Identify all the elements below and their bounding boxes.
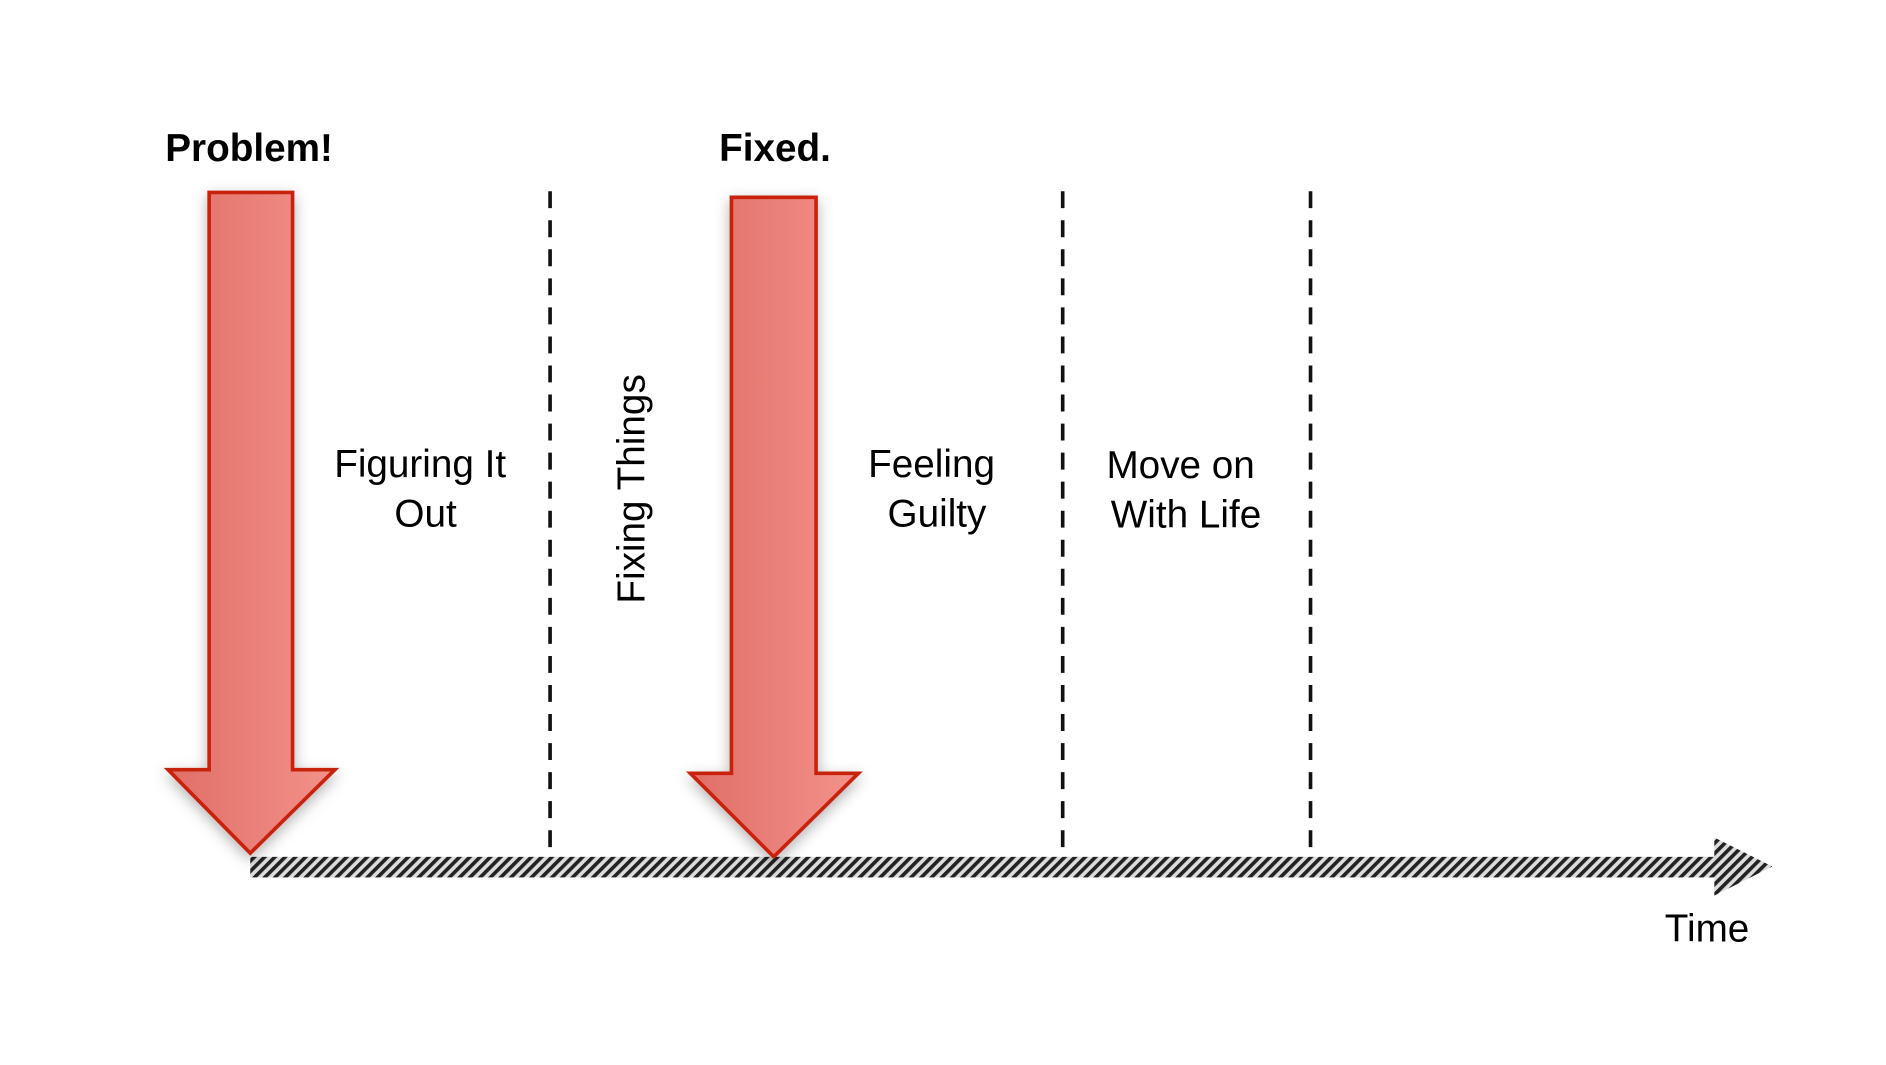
phase-label-guilty: Feeling Guilty (868, 443, 1006, 536)
phase-label-fixing: Fixing Things (610, 374, 653, 603)
time-axis-arrowhead (1714, 837, 1773, 896)
phase-label-move-on: Move on With Life (1106, 444, 1265, 537)
fixed-label: Fixed. (719, 127, 831, 170)
fixed-arrow (685, 195, 863, 860)
time-axis (250, 837, 1773, 896)
problem-label: Problem! (165, 127, 333, 170)
time-axis-bar (250, 856, 1720, 878)
phase-label-figuring: Figuring It Out (334, 443, 517, 536)
problem-arrow (163, 190, 340, 856)
time-axis-label: Time (1665, 908, 1750, 951)
